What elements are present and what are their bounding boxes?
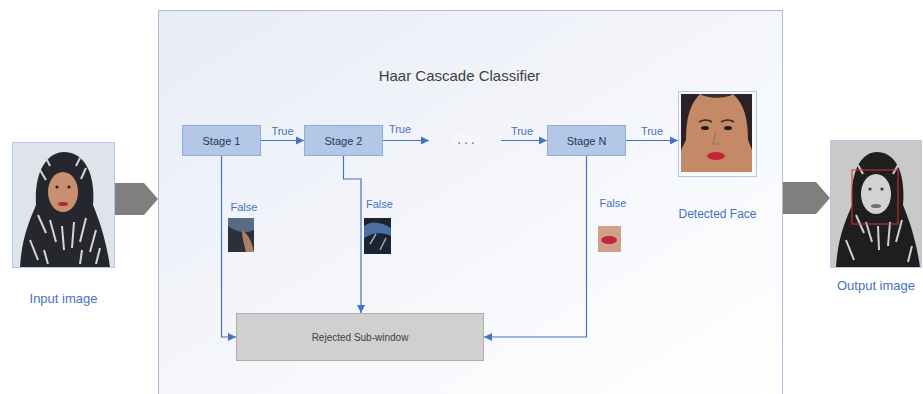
rejected-thumbnail-part xyxy=(364,222,391,238)
input-photo-part-part xyxy=(38,215,46,233)
output-photo-part xyxy=(836,152,920,267)
output-photo-part-part xyxy=(866,222,872,242)
stage-box: Stage 1 xyxy=(182,125,261,156)
flow-label: True xyxy=(389,123,411,135)
output-photo-part xyxy=(861,174,891,214)
box-label: Rejected Sub-window xyxy=(312,332,409,343)
detected-face-photo-part xyxy=(701,126,709,130)
output-photo-part-part xyxy=(908,246,912,262)
output-photo-part xyxy=(831,141,922,267)
box-label: Stage N xyxy=(567,135,607,147)
output-photo-part xyxy=(880,187,883,190)
input-photo-part-part xyxy=(80,250,82,264)
stage-box: Stage 2 xyxy=(304,125,383,156)
flow-arrow xyxy=(626,140,678,141)
detected-face-image: Detected Face xyxy=(678,91,757,177)
input-photo-part xyxy=(58,202,68,206)
panel-title: Haar Cascade Classifier xyxy=(379,67,541,84)
rejected-thumbnail xyxy=(228,218,254,252)
output-photo-part-part xyxy=(846,240,854,260)
rejected-box: Rejected Sub-window xyxy=(236,313,484,361)
input-photo-part-part xyxy=(80,218,86,242)
input-photo-part-part xyxy=(72,222,74,248)
rejected-thumbnail-part xyxy=(242,230,254,252)
flow-arrow xyxy=(222,156,237,337)
panel-ground xyxy=(158,10,783,394)
output-photo xyxy=(831,141,922,267)
detected-face-photo xyxy=(681,94,752,172)
edge-label: False xyxy=(231,201,258,213)
output-photo-part xyxy=(852,170,898,224)
image-caption: Detected Face xyxy=(678,207,756,221)
input-photo-part xyxy=(30,158,100,264)
edge-label: True xyxy=(641,125,663,137)
detected-face-photo-part xyxy=(724,126,732,130)
edge-label: True xyxy=(511,125,533,137)
rejected-thumbnail-part xyxy=(370,234,386,250)
rejected-thumbnail-part xyxy=(228,218,254,252)
input-photo-part-part xyxy=(40,170,46,180)
input-photo-part xyxy=(67,185,70,188)
input-photo-part-part xyxy=(44,250,48,264)
detected-face-photo-part xyxy=(700,94,733,98)
image-caption: Input image xyxy=(30,291,98,306)
edge-label: False xyxy=(600,197,627,209)
flow-chevron xyxy=(783,182,830,214)
detected-face-photo-part xyxy=(721,120,734,122)
stage-box: Stage N xyxy=(547,125,626,156)
output-photo-part-part xyxy=(888,222,890,246)
output-photo-part xyxy=(868,187,871,190)
input-photo-part-part xyxy=(62,226,64,250)
ellipsis-mark: ... xyxy=(452,132,480,146)
edge-label: False xyxy=(366,198,393,210)
rejected-thumbnail-part xyxy=(364,218,391,254)
output-photo-part-part xyxy=(896,220,902,242)
flow-arrow xyxy=(484,156,587,337)
rejected-thumbnail-part xyxy=(601,236,617,244)
input-photo-part-part xyxy=(96,248,100,264)
output-photo-part xyxy=(846,165,912,262)
detected-face-photo-part xyxy=(699,120,712,122)
detected-face-photo-part xyxy=(681,94,752,172)
input-photo xyxy=(13,143,114,267)
output-photo-part xyxy=(871,204,881,208)
input-photo-part-part xyxy=(46,158,50,166)
rejected-thumbnail-part xyxy=(598,226,621,252)
flow-arrow xyxy=(261,140,304,141)
arrowhead xyxy=(421,137,429,145)
input-image: Input image xyxy=(12,142,115,268)
input-photo-part-part xyxy=(76,158,80,166)
box-label: Stage 2 xyxy=(325,135,363,147)
image-caption: Output image xyxy=(837,278,915,293)
detected-face-photo-part xyxy=(681,94,700,150)
rejected-thumbnail xyxy=(598,226,621,252)
rejected-thumbnail xyxy=(364,218,391,254)
flow-arrow xyxy=(344,156,362,313)
detected-face-photo-part xyxy=(733,94,752,150)
rejected-thumbnail-part xyxy=(228,218,254,232)
input-photo-part xyxy=(55,185,58,188)
input-photo-part xyxy=(13,143,114,267)
edge-label: True xyxy=(271,125,293,137)
input-photo-part xyxy=(48,172,78,212)
output-image: Output image xyxy=(830,140,922,268)
output-photo-part-part xyxy=(878,226,879,250)
input-photo-part-part xyxy=(81,168,86,179)
input-photo-part xyxy=(20,152,110,267)
flow-chevron xyxy=(115,183,158,215)
input-photo-part-part xyxy=(30,240,38,260)
detected-face-photo-part xyxy=(707,152,725,160)
input-photo-part-part xyxy=(90,230,96,252)
box-label: Stage 1 xyxy=(203,135,241,147)
input-photo-part-part xyxy=(50,220,56,242)
detected-face-photo-part xyxy=(713,132,719,144)
